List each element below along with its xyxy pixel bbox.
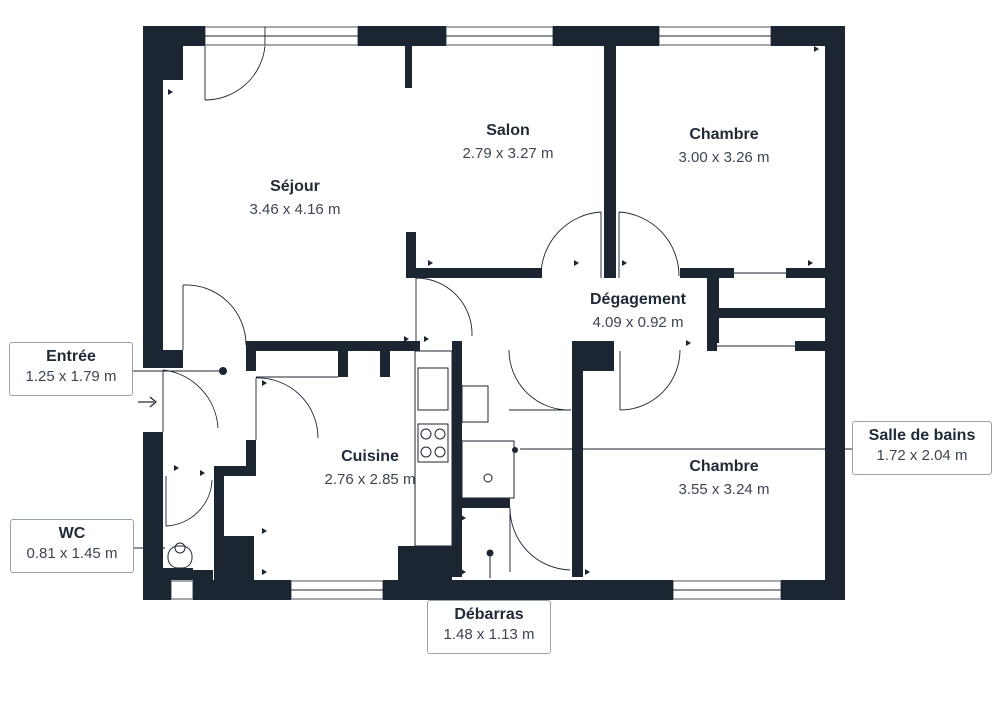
room-name: Chambre: [689, 458, 758, 475]
callout-debarras: Débarras 1.48 x 1.13 m: [427, 600, 551, 654]
callout-name: WC: [58, 525, 86, 542]
stove-icon: [417, 423, 449, 463]
callout-dimensions: 1.72 x 2.04 m: [876, 447, 968, 464]
room-dimensions: 3.55 x 3.24 m: [679, 481, 770, 498]
windows: [170, 26, 782, 600]
room-label-salon: Salon 2.79 x 3.27 m: [463, 122, 554, 162]
callout-name: Débarras: [454, 606, 524, 623]
room-dimensions: 2.79 x 3.27 m: [463, 145, 554, 162]
outer-walls: [143, 26, 845, 600]
callout-entree: Entrée 1.25 x 1.79 m: [9, 342, 133, 396]
room-label-sejour: Séjour 3.46 x 4.16 m: [250, 178, 341, 218]
room-label-cuisine: Cuisine 2.76 x 2.85 m: [325, 448, 416, 488]
room-dimensions: 3.00 x 3.26 m: [679, 149, 770, 166]
light-point-icon: [219, 367, 227, 375]
sink-icon: [417, 367, 449, 411]
room-dimensions: 3.46 x 4.16 m: [250, 201, 341, 218]
room-label-chambre-2: Chambre 3.55 x 3.24 m: [679, 458, 770, 498]
entry-arrow-icon: [138, 396, 157, 408]
room-name: Chambre: [689, 126, 758, 143]
callout-wc: WC 0.81 x 1.45 m: [10, 519, 134, 573]
callout-name: Entrée: [46, 348, 96, 365]
room-label-degagement: Dégagement 4.09 x 0.92 m: [590, 291, 687, 331]
callout-dimensions: 1.48 x 1.13 m: [443, 626, 535, 643]
callout-salle-de-bains: Salle de bains 1.72 x 2.04 m: [852, 421, 992, 475]
callout-dimensions: 1.25 x 1.79 m: [25, 368, 117, 385]
room-dimensions: 2.76 x 2.85 m: [325, 471, 416, 488]
room-label-chambre-1: Chambre 3.00 x 3.26 m: [679, 126, 770, 166]
interior-walls: [163, 46, 825, 580]
room-name: Salon: [486, 122, 530, 139]
room-dimensions: 4.09 x 0.92 m: [593, 314, 684, 331]
callout-name: Salle de bains: [868, 427, 976, 444]
shower-icon: [461, 440, 515, 499]
room-name: Cuisine: [341, 448, 399, 465]
room-name: Séjour: [270, 178, 320, 195]
callout-dimensions: 0.81 x 1.45 m: [26, 545, 118, 562]
toilet-icon: [167, 542, 193, 569]
doors: [162, 45, 681, 572]
fixtures: [133, 46, 852, 603]
room-name: Dégagement: [590, 291, 687, 308]
